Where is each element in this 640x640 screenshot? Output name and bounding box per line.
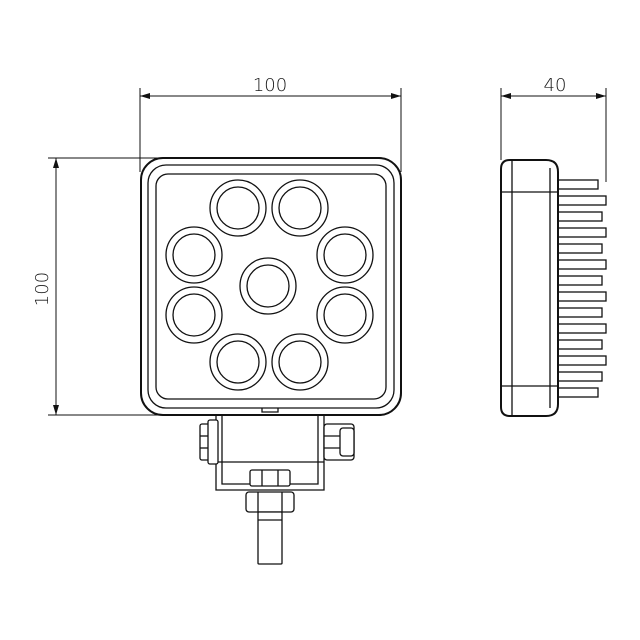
led-lens <box>316 286 374 344</box>
left-nut <box>199 419 219 465</box>
led-lens <box>316 226 374 284</box>
led-lens-center <box>239 257 297 315</box>
mounting-bracket <box>199 410 355 565</box>
depth-dimension: 40 <box>500 75 607 182</box>
height-label: 100 <box>32 272 53 306</box>
led-lens <box>165 286 223 344</box>
height-dimension: 100 <box>32 157 168 416</box>
led-array <box>165 179 374 391</box>
depth-label: 40 <box>544 75 567 96</box>
led-lens <box>165 226 223 284</box>
led-lens <box>209 333 267 391</box>
heat-sink-fins <box>557 179 607 398</box>
width-label: 100 <box>253 75 287 96</box>
side-view <box>500 159 607 417</box>
led-lens <box>209 179 267 237</box>
led-lens <box>271 179 329 237</box>
width-dimension: 100 <box>139 75 402 172</box>
led-lens <box>271 333 329 391</box>
front-housing <box>140 157 402 416</box>
cable-stud <box>257 511 283 565</box>
right-nut <box>323 423 355 461</box>
bottom-nut <box>245 469 295 513</box>
